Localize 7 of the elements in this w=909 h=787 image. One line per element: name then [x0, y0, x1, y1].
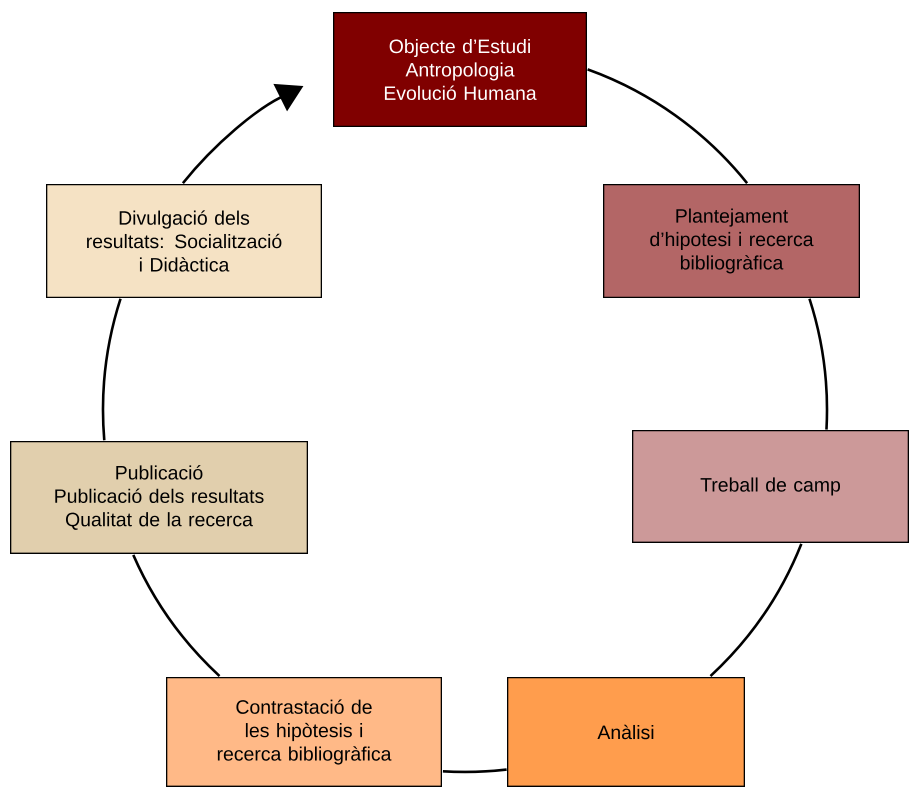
process-box: Anàlisi [507, 676, 745, 787]
process-box: Objecte d’Estudi Antropologia Evolució Humana [333, 12, 587, 127]
process-box: Publicació Publicació dels resultats Qualitat de la recerca [10, 440, 308, 554]
process-box: Contrastació de les hipòtesis i recerca bibliogràfica [166, 676, 442, 787]
process-box: Divulgació dels resultats: Socialització i Didàctica [46, 184, 322, 298]
process-box: Treball de camp [632, 430, 909, 543]
process-box: Plantejament d’hipotesi i recerca bibliogràfica [603, 184, 860, 298]
